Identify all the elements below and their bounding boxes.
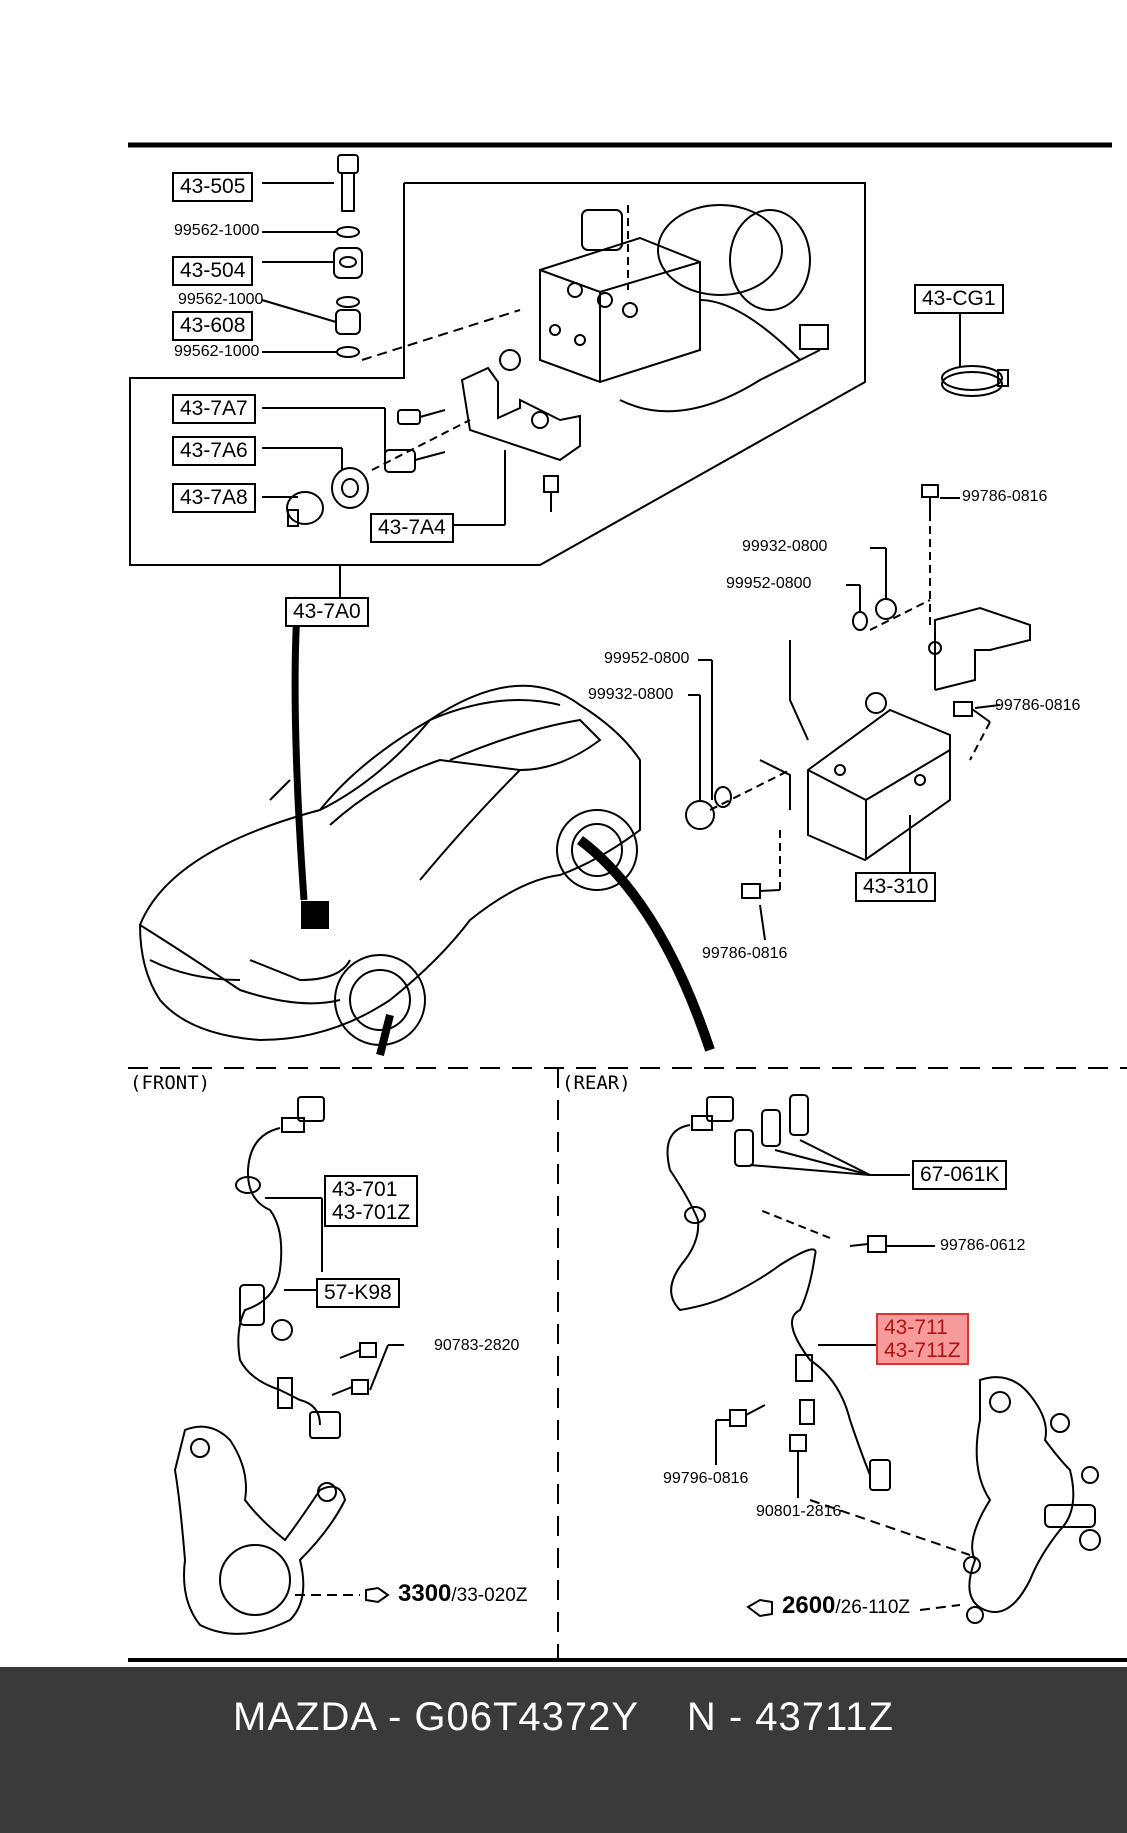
rear-wheel-speed-sensor xyxy=(666,1096,891,1491)
part-label-43-7A4[interactable]: 43-7A4 xyxy=(370,513,454,543)
part-label-43-701Z[interactable]: 43-701Z xyxy=(332,1201,411,1224)
part-label-57-K98[interactable]: 57-K98 xyxy=(316,1278,400,1308)
part-label-43-711-group-highlighted: 43-711 43-711Z xyxy=(876,1313,969,1365)
part-label-99562-1000-b[interactable]: 99562-1000 xyxy=(178,291,264,308)
part-label-43-505[interactable]: 43-505 xyxy=(172,172,254,202)
part-label-99786-0816-b[interactable]: 99786-0816 xyxy=(995,697,1081,714)
part-label-43-7A7[interactable]: 43-7A7 xyxy=(172,394,256,424)
grommet-bolt-parts xyxy=(286,409,471,527)
abs-bracket xyxy=(430,349,581,526)
section-title-rear: (REAR) xyxy=(562,1072,631,1094)
part-label-67-061K[interactable]: 67-061K xyxy=(912,1160,1008,1190)
part-label-99932-0800-a[interactable]: 99932-0800 xyxy=(742,538,828,555)
parts-diagram xyxy=(128,142,1127,1662)
reference-front-sub: /33-020Z xyxy=(451,1585,528,1606)
reference-front-3300[interactable]: 3300/33-020Z xyxy=(398,1580,527,1608)
part-label-99562-1000-a[interactable]: 99562-1000 xyxy=(174,222,260,239)
part-label-99786-0612[interactable]: 99786-0612 xyxy=(940,1237,1026,1254)
rear-knuckle xyxy=(963,1376,1101,1624)
footer-part-number: MAZDA - G06T4372Y N - 43711Z xyxy=(233,1695,894,1739)
part-label-43-310[interactable]: 43-310 xyxy=(855,872,937,902)
part-label-99786-0816-c[interactable]: 99786-0816 xyxy=(702,945,788,962)
front-wheel-speed-sensor xyxy=(235,1096,341,1439)
reference-rear-sub: /26-110Z xyxy=(835,1597,911,1618)
car-body xyxy=(138,684,641,1046)
part-label-43-7A8[interactable]: 43-7A8 xyxy=(172,483,256,513)
abs-hydraulic-unit xyxy=(539,204,829,413)
part-label-43-711[interactable]: 43-711 xyxy=(884,1316,948,1339)
part-label-43-504[interactable]: 43-504 xyxy=(172,256,254,286)
abs-assembly-outline xyxy=(129,182,866,566)
part-label-99786-0816-a[interactable]: 99786-0816 xyxy=(962,488,1048,505)
hose-clamp xyxy=(941,365,1009,397)
abs-mount-bracket xyxy=(759,606,1031,862)
bolt-stack xyxy=(333,154,363,358)
footer-bar: MAZDA - G06T4372Y N - 43711Z xyxy=(0,1667,1127,1833)
part-label-99952-0800-b[interactable]: 99952-0800 xyxy=(604,650,690,667)
part-label-43-CG1[interactable]: 43-CG1 xyxy=(914,284,1004,314)
part-label-43-701[interactable]: 43-701 xyxy=(332,1178,398,1201)
part-label-99952-0800-a[interactable]: 99952-0800 xyxy=(726,575,812,592)
part-label-90801-2816[interactable]: 90801-2816 xyxy=(756,1503,842,1520)
reference-rear-2600[interactable]: 2600/26-110Z xyxy=(782,1592,910,1620)
part-label-99562-1000-c[interactable]: 99562-1000 xyxy=(174,343,260,360)
part-label-43-7A0[interactable]: 43-7A0 xyxy=(285,597,369,627)
front-knuckle xyxy=(173,1425,347,1635)
part-label-90783-2820[interactable]: 90783-2820 xyxy=(434,1337,520,1354)
brake-pads xyxy=(734,1094,809,1167)
section-title-front: (FRONT) xyxy=(130,1072,211,1094)
part-label-99796-0816[interactable]: 99796-0816 xyxy=(663,1470,749,1487)
front-bolts xyxy=(331,1342,377,1396)
part-label-43-711Z[interactable]: 43-711Z xyxy=(884,1339,961,1362)
part-label-43-608[interactable]: 43-608 xyxy=(172,311,254,341)
part-label-43-7A6[interactable]: 43-7A6 xyxy=(172,436,256,466)
reference-front-main: 3300 xyxy=(398,1580,452,1607)
part-label-99932-0800-b[interactable]: 99932-0800 xyxy=(588,686,674,703)
reference-rear-main: 2600 xyxy=(782,1592,836,1619)
part-label-43-701-group: 43-701 43-701Z xyxy=(324,1175,419,1227)
